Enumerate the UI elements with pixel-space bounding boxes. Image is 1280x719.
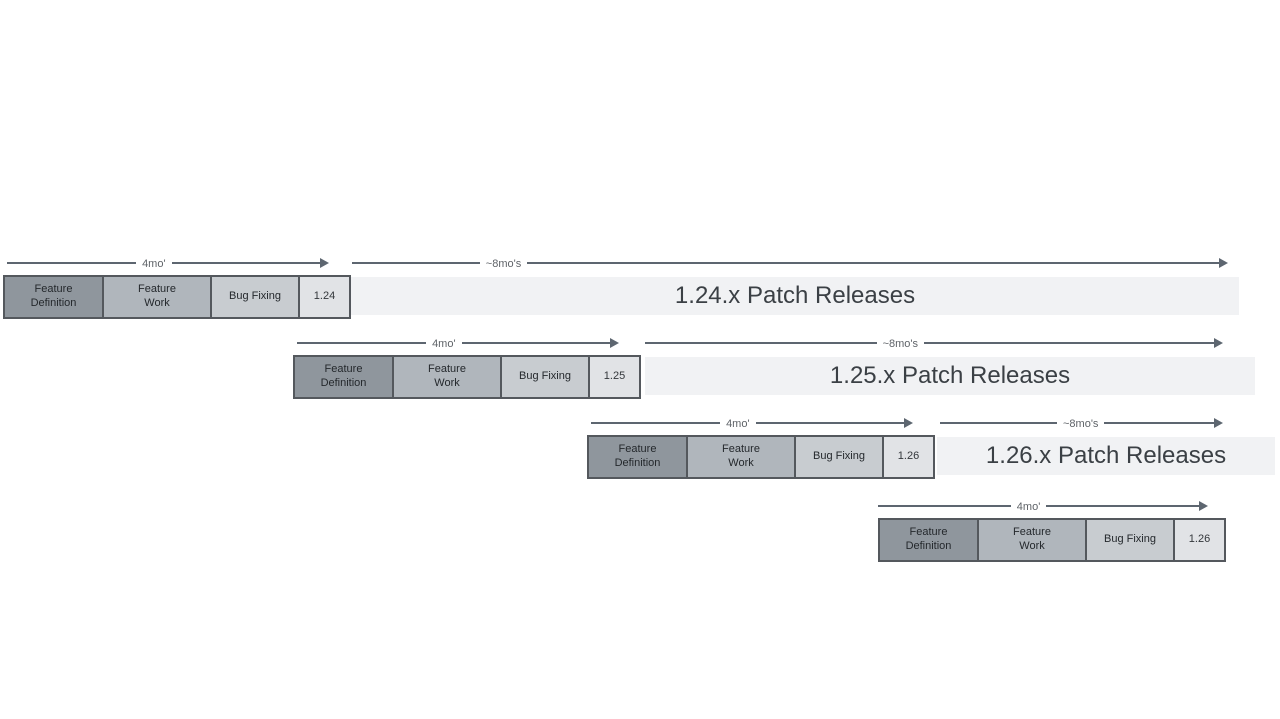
arrow-head-icon: [904, 418, 913, 428]
patch-duration-arrow: ~8mo's: [940, 415, 1223, 432]
arrow-line: [461, 342, 610, 344]
phase-label: Feature Work: [428, 363, 466, 389]
phase-feature-definition: Feature Definition: [880, 520, 977, 560]
arrow-head-icon: [1199, 501, 1208, 511]
arrow-line: [591, 422, 721, 424]
patch-duration-label: ~8mo's: [1063, 418, 1099, 430]
release-row: 4mo' ~8mo's Feature Definition Feature W…: [293, 333, 1263, 405]
patch-duration-arrow: ~8mo's: [645, 335, 1223, 352]
phase-feature-work: Feature Work: [977, 520, 1085, 560]
feature-duration-label: 4mo': [1016, 501, 1041, 513]
phase-label: Bug Fixing: [1104, 533, 1156, 546]
arrow-head-icon: [1219, 258, 1228, 268]
phase-label: Feature Definition: [30, 283, 77, 309]
arrow-line: [755, 422, 904, 424]
arrow-line: [924, 342, 1214, 344]
feature-duration-label: 4mo': [432, 338, 456, 350]
release-cycle-boxes: Feature Definition Feature Work Bug Fixi…: [587, 435, 935, 479]
feature-duration-arrow: 4mo': [297, 335, 619, 352]
arrow-line: [527, 262, 1219, 264]
version-box: 1.25: [588, 357, 639, 397]
arrow-head-icon: [610, 338, 619, 348]
release-row: 4mo' Feature Definition Feature Work Bug…: [878, 496, 1232, 568]
arrow-line: [1046, 505, 1199, 507]
phase-feature-work: Feature Work: [686, 437, 794, 477]
arrow-line: [297, 342, 427, 344]
phase-label: Feature Definition: [614, 443, 661, 469]
arrow-head-icon: [1214, 338, 1223, 348]
phase-bug-fixing: Bug Fixing: [500, 357, 588, 397]
phase-feature-definition: Feature Definition: [295, 357, 392, 397]
phase-label: Feature Work: [138, 283, 176, 309]
feature-duration-arrow: 4mo': [878, 498, 1208, 515]
arrow-line: [171, 262, 320, 264]
patch-duration-label: ~8mo's: [485, 258, 522, 270]
version-label: 1.25: [603, 370, 626, 383]
phase-bug-fixing: Bug Fixing: [210, 277, 298, 317]
release-cycle-boxes: Feature Definition Feature Work Bug Fixi…: [878, 518, 1226, 562]
version-label: 1.26: [897, 450, 920, 463]
phase-label: Feature Definition: [320, 363, 367, 389]
phase-label: Feature Work: [1013, 526, 1051, 552]
phase-label: Feature Work: [722, 443, 760, 469]
patch-duration-label: ~8mo's: [882, 338, 918, 350]
arrow-line: [878, 505, 1011, 507]
arrow-line: [352, 262, 480, 264]
release-row: 4mo' ~8mo's Feature Definition Feature W…: [3, 253, 1248, 325]
arrow-line: [645, 342, 877, 344]
version-label: 1.24: [313, 290, 336, 303]
arrow-head-icon: [1214, 418, 1223, 428]
feature-duration-label: 4mo': [726, 418, 750, 430]
phase-feature-definition: Feature Definition: [5, 277, 102, 317]
release-row: 4mo' ~8mo's Feature Definition Feature W…: [587, 413, 1279, 485]
patch-releases-label: 1.26.x Patch Releases: [985, 442, 1227, 469]
phase-feature-work: Feature Work: [392, 357, 500, 397]
patch-releases-bar: 1.24.x Patch Releases: [351, 277, 1239, 315]
patch-releases-bar: 1.26.x Patch Releases: [937, 437, 1275, 475]
patch-releases-bar: 1.25.x Patch Releases: [645, 357, 1255, 395]
arrow-line: [1104, 422, 1214, 424]
phase-label: Bug Fixing: [813, 450, 865, 463]
arrow-head-icon: [320, 258, 329, 268]
patch-releases-label: 1.25.x Patch Releases: [829, 362, 1071, 389]
release-cycle-boxes: Feature Definition Feature Work Bug Fixi…: [293, 355, 641, 399]
arrow-line: [7, 262, 137, 264]
phase-label: Bug Fixing: [519, 370, 571, 383]
version-box: 1.26: [1173, 520, 1224, 560]
patch-releases-label: 1.24.x Patch Releases: [674, 282, 916, 309]
patch-duration-arrow: ~8mo's: [352, 255, 1228, 272]
phase-feature-work: Feature Work: [102, 277, 210, 317]
phase-bug-fixing: Bug Fixing: [1085, 520, 1173, 560]
feature-duration-arrow: 4mo': [7, 255, 329, 272]
version-box: 1.24: [298, 277, 349, 317]
arrow-line: [940, 422, 1057, 424]
release-cycle-boxes: Feature Definition Feature Work Bug Fixi…: [3, 275, 351, 319]
phase-feature-definition: Feature Definition: [589, 437, 686, 477]
feature-duration-label: 4mo': [142, 258, 166, 270]
version-label: 1.26: [1188, 533, 1211, 546]
phase-bug-fixing: Bug Fixing: [794, 437, 882, 477]
version-box: 1.26: [882, 437, 933, 477]
feature-duration-arrow: 4mo': [591, 415, 913, 432]
phase-label: Bug Fixing: [229, 290, 281, 303]
phase-label: Feature Definition: [905, 526, 952, 552]
